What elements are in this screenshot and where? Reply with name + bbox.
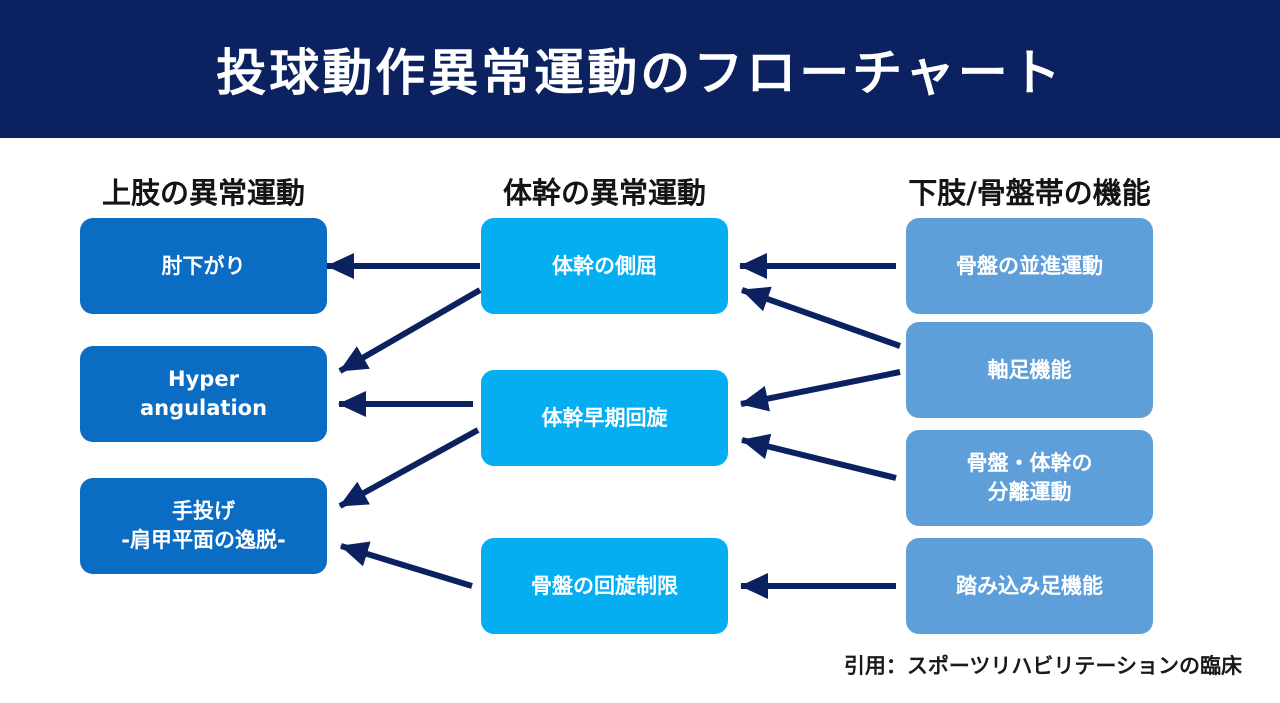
arrow-trunk1-to-upper2 <box>338 427 480 509</box>
trunk-box-lateral-flexion: 体幹の側屈 <box>481 218 728 314</box>
arrow-lower1-to-trunk1 <box>740 369 901 412</box>
box-text-line: Hyper <box>168 367 239 391</box>
box-text-line: 軸足機能 <box>987 357 1072 382</box>
column-heading-lower: 下肢/骨盤帯の機能 <box>908 176 1151 210</box>
source-citation: 引用：スポーツリハビリテーションの臨床 <box>843 654 1242 678</box>
box-text-line: 体幹の側屈 <box>552 253 657 278</box>
box-text-line: 骨盤・体幹の <box>966 451 1093 475</box>
box-text-line: 手投げ <box>172 499 235 523</box>
title-banner: 投球動作異常運動のフローチャート <box>0 0 1280 138</box>
arrow-trunk0-to-upper1 <box>338 287 482 374</box>
box-text-line: 分離運動 <box>987 480 1072 504</box>
box-text-line: 骨盤の並進運動 <box>956 253 1103 278</box>
box-text-line: 踏み込み足機能 <box>956 573 1103 598</box>
upper-box-elbow-drop: 肘下がり <box>80 218 327 314</box>
arrow-lower2-to-trunk1 <box>741 433 897 481</box>
column-heading-trunk: 体幹の異常運動 <box>502 176 706 210</box>
lower-box-stride-leg: 踏み込み足機能 <box>906 538 1153 634</box>
box-text-line: 肘下がり <box>161 253 246 278</box>
lower-box-pelvic-translation: 骨盤の並進運動 <box>906 218 1153 314</box>
page-title: 投球動作異常運動のフローチャート <box>216 44 1064 102</box>
box-text-line: 骨盤の回旋制限 <box>531 573 678 598</box>
upper-box-hyper-angulation: Hyper angulation <box>80 346 327 442</box>
trunk-box-pelvic-rotation-limit: 骨盤の回旋制限 <box>481 538 728 634</box>
box-text-line: 体幹早期回旋 <box>541 405 668 430</box>
lower-box-pivot-leg: 軸足機能 <box>906 322 1153 418</box>
arrow-lower1-to-trunk0 <box>740 286 902 349</box>
trunk-box-early-rotation: 体幹早期回旋 <box>481 370 728 466</box>
lower-box-pelvis-trunk-separation: 骨盤・体幹の 分離運動 <box>906 430 1153 526</box>
box-text-line: angulation <box>139 396 268 420</box>
column-heading-upper: 上肢の異常運動 <box>101 176 305 210</box>
box-text-line: -肩甲平面の逸脱- <box>121 528 286 552</box>
upper-box-arm-throw: 手投げ -肩甲平面の逸脱- <box>80 478 327 574</box>
arrow-trunk2-to-upper2 <box>340 541 473 589</box>
